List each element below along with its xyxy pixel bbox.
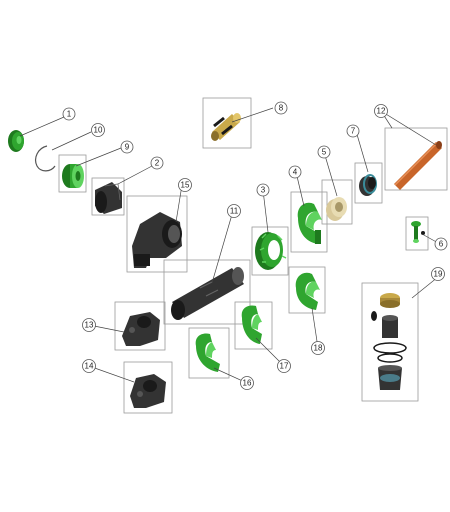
part-10-snap-ring [35,145,56,172]
callout-2: 2 [150,156,164,170]
part-18-green-half-ring [295,272,320,310]
part-11-black-tube [171,267,244,320]
frame-part-12 [384,127,448,191]
callout-label: 8 [279,104,284,113]
frame-part-11 [163,259,251,325]
callout-label: 2 [155,159,160,168]
callout-label: 15 [181,181,190,190]
callout-label: 18 [314,344,323,353]
frame-part-6 [405,216,429,251]
part-17-green-clamp [241,305,262,344]
callout-4: 4 [288,165,302,179]
callout-label: 16 [243,379,252,388]
part-2-black-sleeve [95,182,122,214]
callout-17: 17 [277,359,291,373]
callout-label: 19 [434,270,443,279]
callout-15: 15 [178,178,192,192]
callout-3: 3 [256,183,270,197]
callout-6: 6 [434,237,448,251]
callout-label: 4 [293,168,298,177]
part-1-green-cap [8,130,24,152]
part-5-beige-sleeve [326,197,347,221]
callout-13: 13 [82,318,96,332]
frame-part-18 [288,266,326,314]
frame-part-7 [354,162,383,204]
callout-8: 8 [274,101,288,115]
frame-part-9 [58,154,87,193]
callout-label: 17 [280,362,289,371]
part-14-black-block [130,374,166,408]
callout-label: 13 [85,321,94,330]
callout-label: 9 [125,143,130,152]
callout-12: 12 [374,104,388,118]
callout-1: 1 [62,107,76,121]
part-9-green-nut [62,164,84,188]
callout-5: 5 [317,145,331,159]
callout-label: 10 [94,126,103,135]
part-15-black-elbow [132,212,182,268]
callout-16: 16 [240,376,254,390]
callout-label: 1 [67,110,72,119]
callout-14: 14 [82,359,96,373]
frame-part-17 [234,301,273,350]
callout-7: 7 [346,124,360,138]
callout-label: 5 [322,148,327,157]
frame-part-15 [126,195,188,273]
frame-part-5 [321,179,353,225]
callout-label: 14 [85,362,94,371]
part-13-black-block [122,312,160,346]
callout-label: 3 [261,186,266,195]
callout-11: 11 [227,204,241,218]
callout-label: 12 [377,107,386,116]
callout-9: 9 [120,140,134,154]
part-3-green-thread-ring [255,232,287,270]
frame-part-2 [91,177,125,216]
frame-part-8 [202,97,252,149]
callout-label: 6 [439,240,444,249]
callout-label: 7 [351,127,356,136]
frame-part-14 [123,361,173,414]
frame-part-4 [290,191,328,253]
part-4-green-split-ring [297,202,322,244]
part-16-green-clamp [195,333,220,372]
part-19-cartridge-stack [371,293,407,390]
leader-lines [19,107,441,384]
frame-part-13 [114,301,166,351]
callout-10: 10 [91,123,105,137]
callout-19: 19 [431,267,445,281]
part-7-fitting [359,174,377,196]
frame-part-16 [188,327,230,379]
part-12-copper-pipe [394,141,442,190]
callout-18: 18 [311,341,325,355]
part-6-small-valve [411,221,425,243]
frame-part-19 [361,282,419,402]
part-8-brass-coupling [211,113,241,141]
frame-part-3 [251,226,289,276]
callout-label: 11 [230,207,239,216]
